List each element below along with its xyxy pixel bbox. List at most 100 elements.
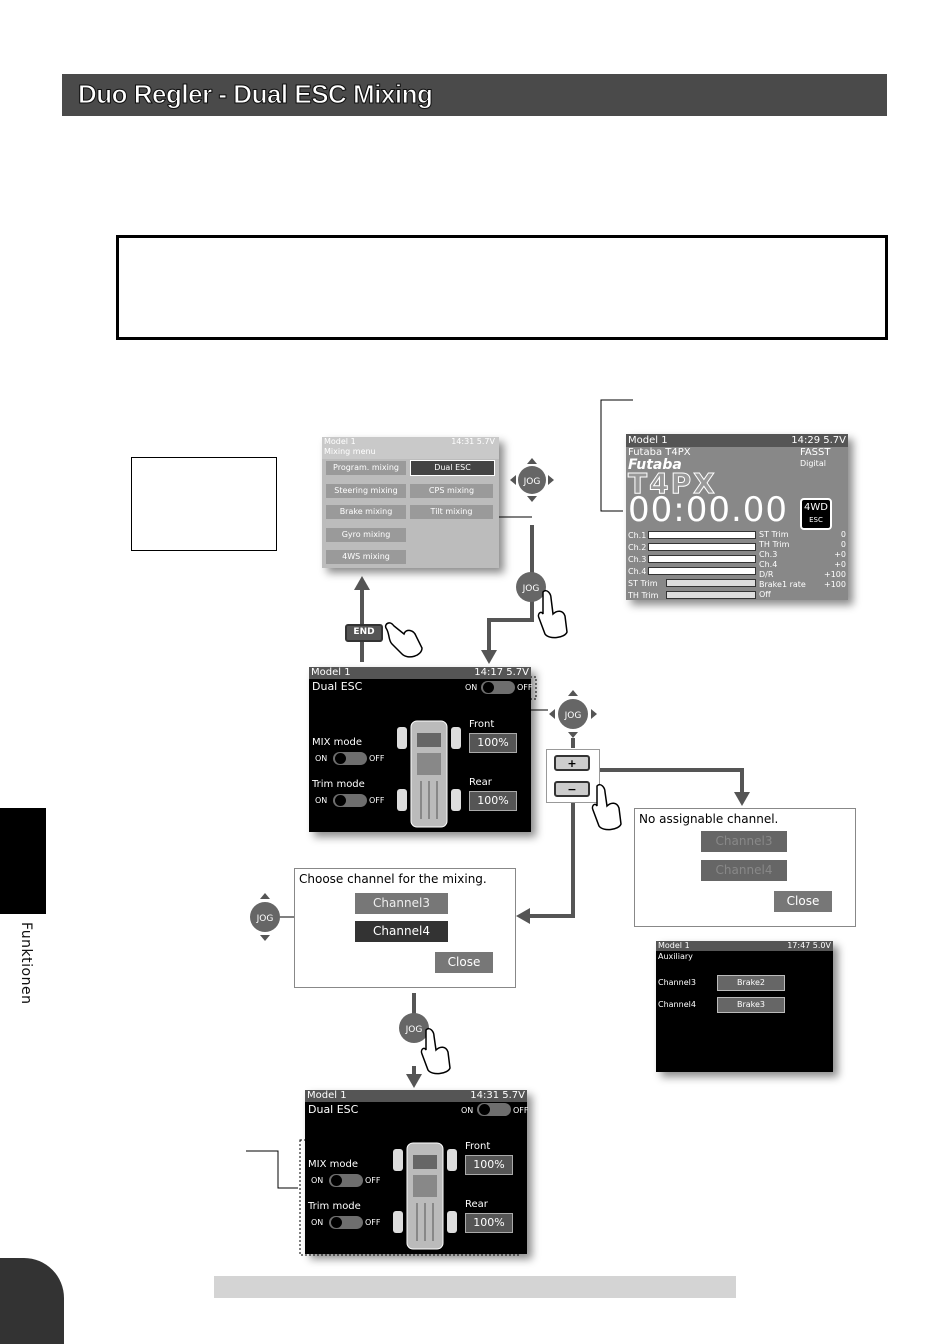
right-label-ch4: Ch.4 <box>759 560 778 569</box>
no-assign-channel4: Channel4 <box>701 860 787 881</box>
esc1-power-toggle[interactable] <box>481 681 515 694</box>
esc2-header: Model 1 14:31 5.7V <box>305 1090 527 1102</box>
home-timer: 00:00.00 <box>628 490 789 530</box>
home-fasst: FASST <box>800 447 831 458</box>
hand-pointer-icon <box>591 783 622 831</box>
right-value-brake1-rate: +100 <box>824 580 846 589</box>
right-label-ch3: Ch.3 <box>759 550 778 559</box>
aux-row1-label: Channel3 <box>658 978 696 987</box>
title-bar <box>62 74 887 116</box>
esc2-power-toggle[interactable] <box>477 1103 511 1116</box>
esc1-front-label: Front <box>469 719 495 730</box>
right-value-ch4: +0 <box>834 560 846 569</box>
ch4-label: Ch.4 <box>628 567 647 576</box>
end-key-icon[interactable]: END <box>345 624 383 642</box>
channel3-option[interactable]: Channel3 <box>355 893 448 914</box>
right-label-off: Off <box>759 590 771 599</box>
home-brand-logo: Futaba <box>628 457 682 473</box>
right-label-th-trim: TH Trim <box>759 540 790 549</box>
dual-esc-screen-1: Model 1 14:17 5.7V Dual ESC ON OFF MIX m… <box>309 667 533 832</box>
menu-item-program-mixing[interactable]: Program. mixing <box>326 461 406 475</box>
jog-dial-icon[interactable]: JOG <box>243 893 287 941</box>
esc1-mix-on: ON <box>315 754 328 763</box>
esc2-mix-on: ON <box>311 1176 324 1185</box>
esc2-power-off: OFF <box>513 1106 529 1115</box>
st-trim-label: ST Trim <box>628 579 658 588</box>
esc1-rear-value[interactable]: 100% <box>469 791 517 811</box>
ch3-label: Ch.3 <box>628 555 647 564</box>
menu-subtitle: Mixing menu <box>324 447 376 456</box>
esc1-mix-mode-label: MIX mode <box>312 737 362 748</box>
jog-dial-icon[interactable]: JOG <box>549 690 597 738</box>
st-trim-bar <box>666 579 756 587</box>
home-model: Model 1 <box>628 435 668 446</box>
menu-status: 14:31 5.7V <box>451 437 495 446</box>
right-label-brake1-rate: Brake1 rate <box>759 580 806 589</box>
auxiliary-screen: Model 1 17:47 5.0V Auxiliary Channel3 Br… <box>656 941 833 1072</box>
home-screen: Model 1 14:29 5.7V Futaba T4PX FASST Dig… <box>626 434 848 600</box>
channel4-option[interactable]: Channel4 <box>355 921 448 942</box>
menu-item-brake-mixing[interactable]: Brake mixing <box>326 505 406 519</box>
menu-item-4ws-mixing[interactable]: 4WS mixing <box>326 550 406 564</box>
esc1-trim-off: OFF <box>369 796 385 805</box>
aux-header: Model 1 17:47 5.0V <box>656 941 833 951</box>
home-right-values: 0 0 +0 +0 +100 +100 <box>822 530 846 590</box>
esc2-rear-label: Rear <box>465 1199 488 1210</box>
jog-dial-icon[interactable]: JOG <box>510 458 554 502</box>
esc1-front-value[interactable]: 100% <box>469 733 517 753</box>
side-tab-label: Funktionen <box>18 922 34 1005</box>
right-value-dr: +100 <box>824 570 846 579</box>
plus-key-icon[interactable]: + <box>554 755 590 771</box>
hand-pointer-icon <box>537 589 568 639</box>
menu-header: Model 1 14:31 5.7V Mixing menu <box>322 437 499 459</box>
home-model-line: Futaba T4PX <box>628 447 691 458</box>
page-corner <box>0 1258 64 1344</box>
esc1-rear-label: Rear <box>469 777 492 788</box>
esc2-front-label: Front <box>465 1141 491 1152</box>
menu-item-cps-mixing[interactable]: CPS mixing <box>410 484 493 498</box>
right-value-ch3: +0 <box>834 550 846 559</box>
esc1-header: Model 1 14:17 5.7V <box>309 667 531 679</box>
esc2-mix-toggle[interactable] <box>329 1174 363 1187</box>
esc1-power-on: ON <box>465 683 478 692</box>
jog-dial-icon[interactable]: JOG <box>514 570 548 604</box>
no-assign-text: No assignable channel. <box>639 812 779 826</box>
esc2-rear-value[interactable]: 100% <box>465 1213 513 1233</box>
home-header: Model 1 14:29 5.7V <box>626 434 848 447</box>
empty-note-box <box>131 457 277 551</box>
home-channel-labels: Ch.1 Ch.2 Ch.3 Ch.4 ST Trim TH Trim <box>628 530 658 600</box>
esc2-trim-off: OFF <box>365 1218 381 1227</box>
esc1-trim-toggle[interactable] <box>333 794 367 807</box>
note-box <box>116 235 888 340</box>
badge-esc: ESC <box>809 516 823 524</box>
choose-dialog-text: Choose channel for the mixing. <box>299 872 487 886</box>
esc2-trim-toggle[interactable] <box>329 1216 363 1229</box>
esc1-mix-toggle[interactable] <box>333 752 367 765</box>
esc1-trim-on: ON <box>315 796 328 805</box>
aux-row1-value[interactable]: Brake2 <box>717 975 785 991</box>
esc2-trim-on: ON <box>311 1218 324 1227</box>
ch1-bar <box>648 531 756 539</box>
home-digital: Digital <box>800 459 826 468</box>
menu-item-tilt-mixing[interactable]: Tilt mixing <box>410 505 493 519</box>
aux-model: Model 1 <box>658 941 690 950</box>
choose-channel-dialog: Choose channel for the mixing. Channel3 … <box>294 868 516 988</box>
right-value-st-trim: 0 <box>840 530 846 539</box>
no-assign-close-button[interactable]: Close <box>774 891 832 912</box>
esc2-front-value[interactable]: 100% <box>465 1155 513 1175</box>
home-status: 14:29 5.7V <box>791 435 846 446</box>
aux-row2-label: Channel4 <box>658 1000 696 1009</box>
menu-item-steering-mixing[interactable]: Steering mixing <box>326 484 406 498</box>
menu-item-dual-esc[interactable]: Dual ESC <box>410 460 495 476</box>
right-label-st-trim: ST Trim <box>759 530 789 539</box>
jog-dial-icon[interactable]: JOG <box>397 1011 431 1045</box>
esc2-model: Model 1 <box>307 1090 347 1101</box>
menu-model: Model 1 <box>324 437 356 446</box>
4wd-esc-badge[interactable]: 4WD ESC <box>800 498 832 530</box>
menu-item-gyro-mixing[interactable]: Gyro mixing <box>326 528 406 542</box>
choose-close-button[interactable]: Close <box>435 952 493 973</box>
aux-row2-value[interactable]: Brake3 <box>717 997 785 1013</box>
home-product-logo: T4PX <box>628 467 717 500</box>
minus-key-icon[interactable]: − <box>554 781 590 797</box>
esc2-status: 14:31 5.7V <box>470 1090 525 1101</box>
